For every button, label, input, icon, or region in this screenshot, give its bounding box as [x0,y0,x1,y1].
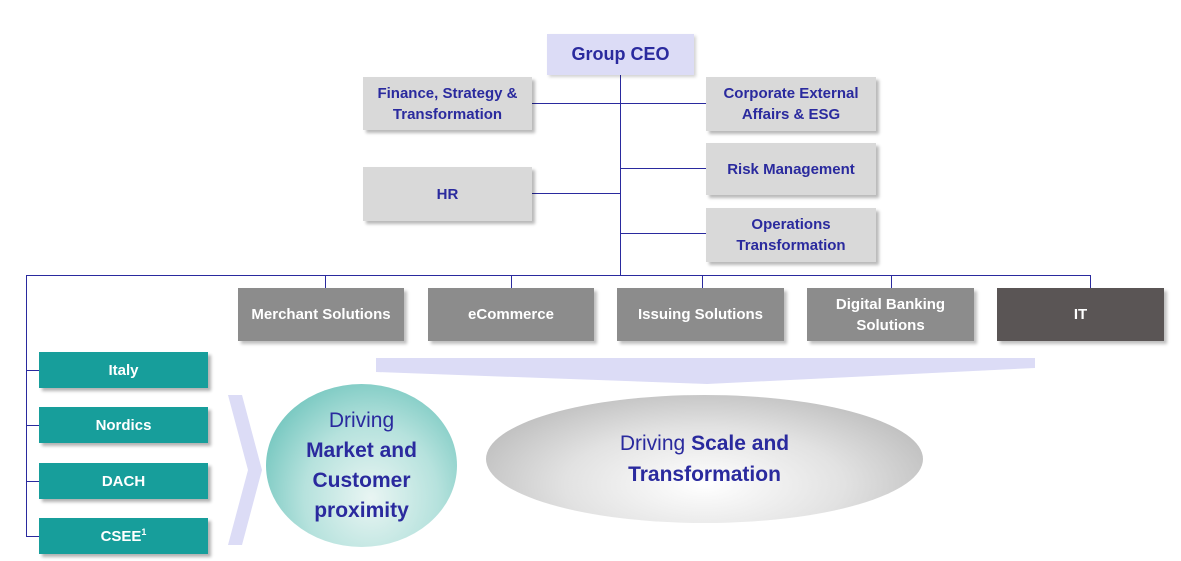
digital-line-1: Digital Banking [835,295,946,313]
csee-text: CSEE [100,527,142,545]
hr-label: HR [436,185,459,203]
market-line-2: Customer [312,468,411,492]
finance-line-2: Transformation [392,105,503,123]
operations-transformation-box: Operations Transformation [706,208,876,262]
dach-label: DACH [101,472,146,490]
hr-box: HR [363,167,532,221]
italy-label: Italy [108,361,139,379]
group-ceo-label: Group CEO [571,44,670,64]
risk-management-box: Risk Management [706,143,876,195]
operations-line-1: Operations [751,216,831,233]
issuing-label: Issuing Solutions [637,306,763,323]
regions-chevron-arrow [228,395,262,545]
region-dach-box: DACH [39,463,208,499]
divisions-bracket-arrow [376,358,1035,384]
scale-strong: Scale and [691,432,790,455]
scale-line-1: Driving Scale and [620,428,789,459]
market-proximity-ellipse: Driving Market and Customer proximity [266,384,457,547]
corporate-line-2: Affairs & ESG [741,106,841,123]
finance-line-1: Finance, Strategy & [377,84,518,102]
scale-lead: Driving [619,432,686,455]
nordics-label: Nordics [95,416,152,434]
market-line-1: Market and [306,438,417,462]
risk-label: Risk Management [727,160,855,178]
corporate-affairs-box: Corporate External Affairs & ESG [706,77,876,131]
ecommerce-box: eCommerce [428,288,594,341]
csee-footnote-marker: 1 [141,526,147,537]
it-label: IT [1073,306,1088,323]
region-csee-box: CSEE1 [39,518,208,554]
scale-transformation-ellipse: Driving Scale and Transformation [486,395,923,523]
region-nordics-box: Nordics [39,407,208,443]
merchant-solutions-box: Merchant Solutions [238,288,404,341]
ecommerce-label: eCommerce [468,306,554,323]
issuing-solutions-box: Issuing Solutions [617,288,784,341]
digital-banking-box: Digital Banking Solutions [807,288,974,341]
region-italy-box: Italy [39,352,208,388]
market-lead: Driving [328,408,395,432]
group-ceo-box: Group CEO [547,34,694,75]
merchant-label: Merchant Solutions [251,306,391,323]
finance-strategy-box: Finance, Strategy & Transformation [363,77,532,130]
market-line-3: proximity [314,498,409,522]
operations-line-2: Transformation [736,237,846,254]
csee-label: CSEE1 [101,526,147,547]
digital-line-2: Solutions [856,316,925,334]
corporate-line-1: Corporate External [723,85,859,102]
scale-line-2: Transformation [628,463,781,486]
it-box: IT [997,288,1164,341]
